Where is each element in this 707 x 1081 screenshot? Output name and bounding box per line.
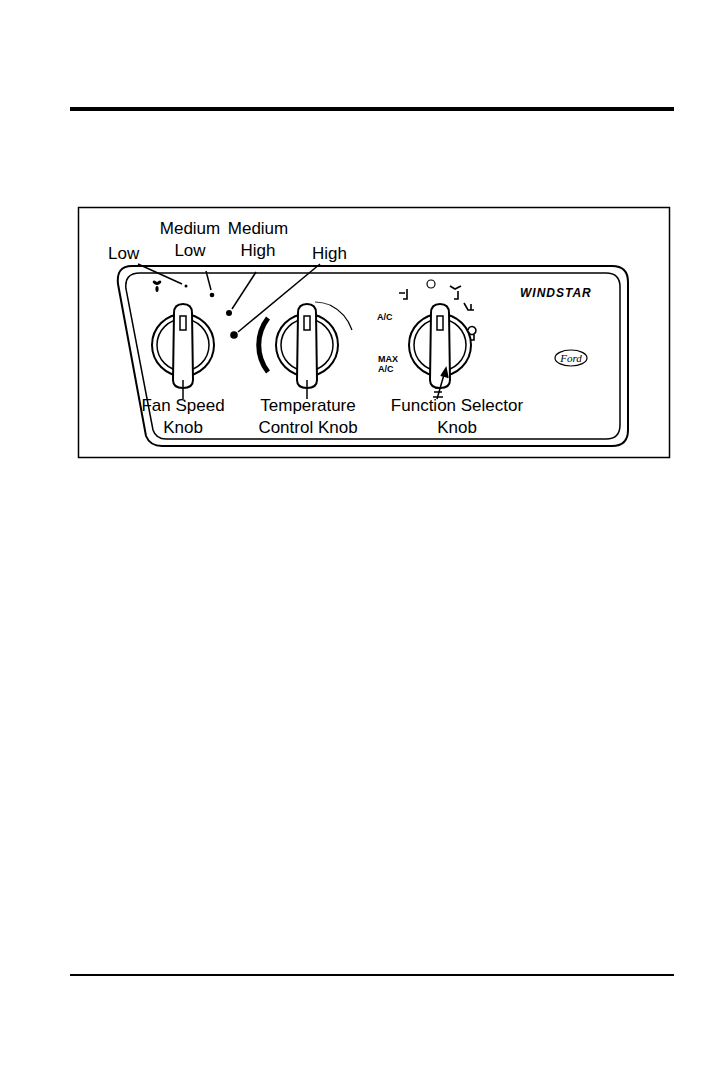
speed-label: Low [108, 243, 139, 265]
knob-label: Fan Speed Knob [133, 395, 233, 439]
mode-label: A/C [377, 313, 393, 323]
knob-label: Function Selector Knob [380, 395, 534, 439]
speed-label: Medium High [222, 218, 294, 262]
brand-logo: Ford [559, 351, 583, 365]
knob-label: Temperature Control Knob [250, 395, 366, 439]
speed-label: Medium Low [154, 218, 226, 262]
speed-label: High [312, 243, 347, 265]
brand-logo: WINDSTAR [520, 286, 592, 302]
mode-label: MAX A/C [378, 355, 400, 375]
